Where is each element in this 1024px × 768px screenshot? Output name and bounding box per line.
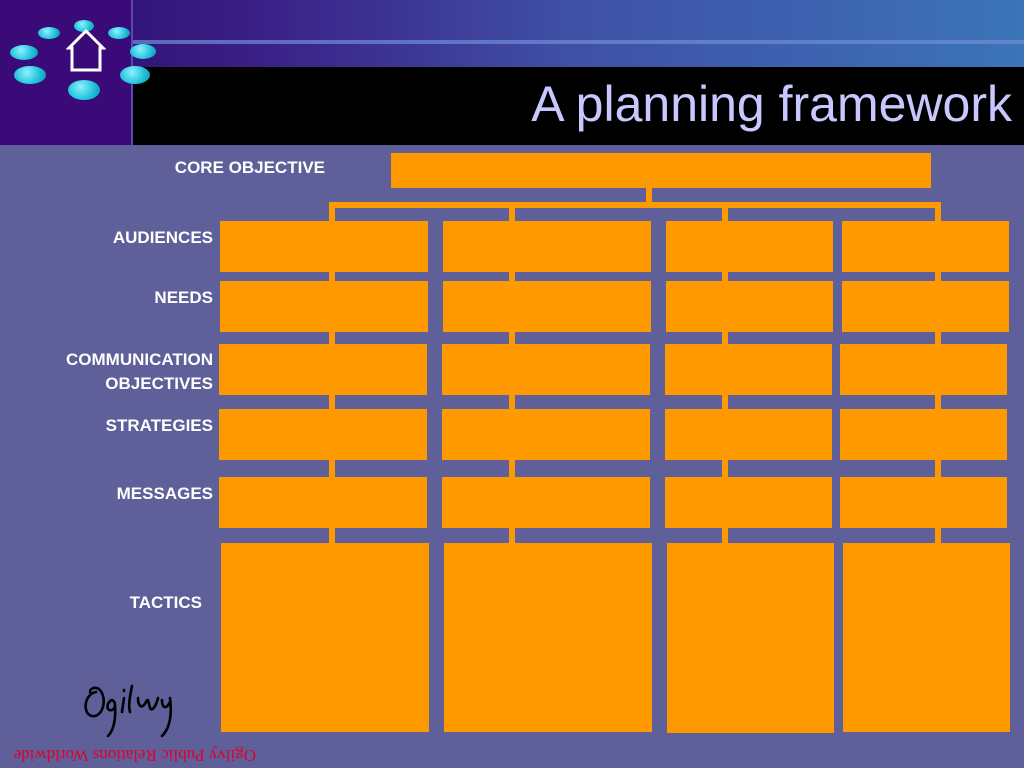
audiences-box: [443, 221, 651, 272]
communication-objectives-box: [219, 344, 427, 395]
logo-dot: [38, 27, 60, 39]
communication-objectives-box: [442, 344, 650, 395]
audiences-box: [666, 221, 833, 272]
strategies-box: [665, 409, 832, 460]
audiences-box: [842, 221, 1009, 272]
footer-agency-name: Ogilvy Public Relations Worldwide: [13, 746, 256, 765]
strategies-box: [219, 409, 427, 460]
label-communication-objectives-1: COMMUNICATION: [66, 350, 213, 369]
tactics-box: [667, 543, 834, 733]
needs-box: [842, 281, 1009, 332]
needs-box: [443, 281, 651, 332]
connector-horizontal: [331, 202, 941, 208]
core-objective-box: [391, 153, 931, 188]
ogilvy-signature-logo: [84, 684, 173, 738]
label-core-objective: CORE OBJECTIVE: [174, 158, 325, 177]
logo-dot: [120, 66, 150, 84]
logo-dot: [14, 66, 46, 84]
messages-box: [665, 477, 832, 528]
tactics-box: [221, 543, 429, 732]
logo-dot: [108, 27, 130, 39]
strategies-box: [442, 409, 650, 460]
header-stripe: [133, 40, 1024, 44]
label-communication-objectives-2: OBJECTIVES: [105, 374, 213, 393]
messages-box: [442, 477, 650, 528]
audiences-box: [220, 221, 428, 272]
page-title: A planning framework: [531, 76, 1012, 132]
messages-box: [840, 477, 1007, 528]
tactics-box: [843, 543, 1010, 732]
logo-dot: [130, 44, 156, 59]
strategies-box: [840, 409, 1007, 460]
logo-dot: [68, 80, 100, 100]
communication-objectives-box: [665, 344, 832, 395]
label-audiences: AUDIENCES: [112, 228, 213, 247]
label-needs: NEEDS: [154, 288, 213, 307]
tactics-box: [444, 543, 652, 732]
home-icon[interactable]: [66, 28, 106, 74]
needs-box: [220, 281, 428, 332]
logo-panel: [0, 0, 156, 145]
needs-box: [666, 281, 833, 332]
communication-objectives-box: [840, 344, 1007, 395]
logo-dot: [74, 20, 94, 32]
logo-dot: [10, 45, 38, 60]
connector-core-stem: [646, 187, 652, 205]
label-strategies: STRATEGIES: [105, 416, 213, 435]
title-bar: [133, 67, 1024, 145]
label-messages: MESSAGES: [116, 484, 213, 503]
messages-box: [219, 477, 427, 528]
label-tactics: TACTICS: [129, 593, 202, 612]
